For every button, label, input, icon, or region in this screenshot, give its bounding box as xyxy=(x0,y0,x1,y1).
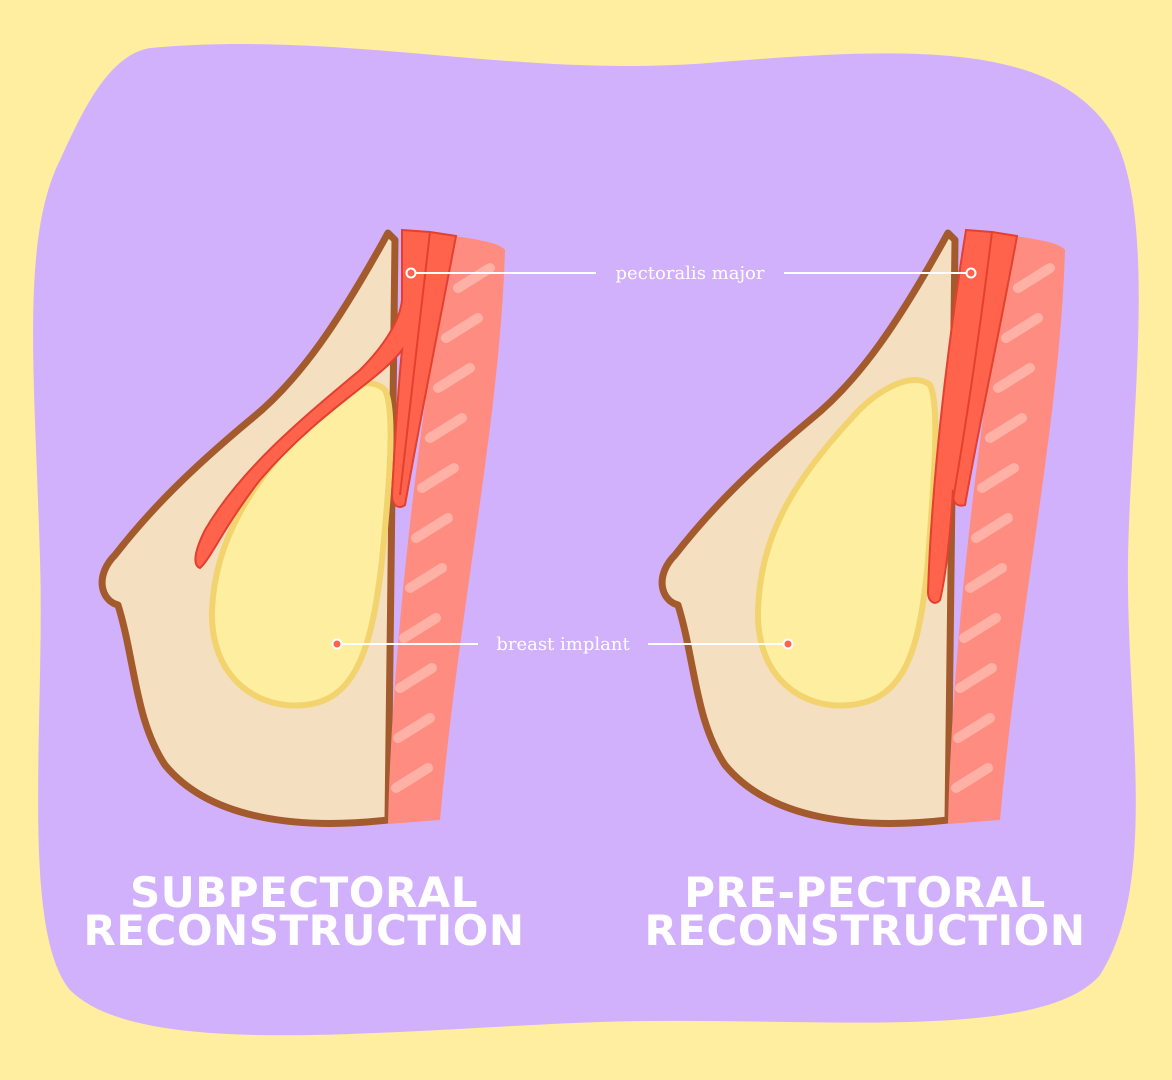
title-line: PRE-PECTORAL xyxy=(684,868,1046,917)
title-line: RECONSTRUCTION xyxy=(644,906,1085,955)
muscle-fiber-line xyxy=(952,231,993,501)
rib-stripes xyxy=(951,263,1055,793)
breast-implant-label: breast implant xyxy=(496,634,630,655)
label-marker xyxy=(405,267,417,279)
pectoralis-major-label: pectoralis major xyxy=(616,263,765,284)
label-marker xyxy=(331,638,343,650)
pectoralis-major-muscle xyxy=(194,228,458,570)
prepectoral-diagram xyxy=(658,228,1065,827)
title-line: RECONSTRUCTION xyxy=(83,906,524,955)
title-line: SUBPECTORAL xyxy=(130,868,478,917)
label-marker xyxy=(965,267,977,279)
pectoralis-major-muscle xyxy=(926,228,1019,604)
implant-label-group: breast implant xyxy=(331,634,794,655)
subpectoral-diagram xyxy=(98,228,505,827)
pectoralis-label-group: pectoralis major xyxy=(405,263,977,284)
label-marker xyxy=(782,638,794,650)
subpectoral-title: SUBPECTORAL RECONSTRUCTION xyxy=(83,868,524,955)
prepectoral-title: PRE-PECTORAL RECONSTRUCTION xyxy=(644,868,1085,955)
rib-stripes xyxy=(391,263,495,793)
muscle-fiber-line xyxy=(399,231,431,496)
